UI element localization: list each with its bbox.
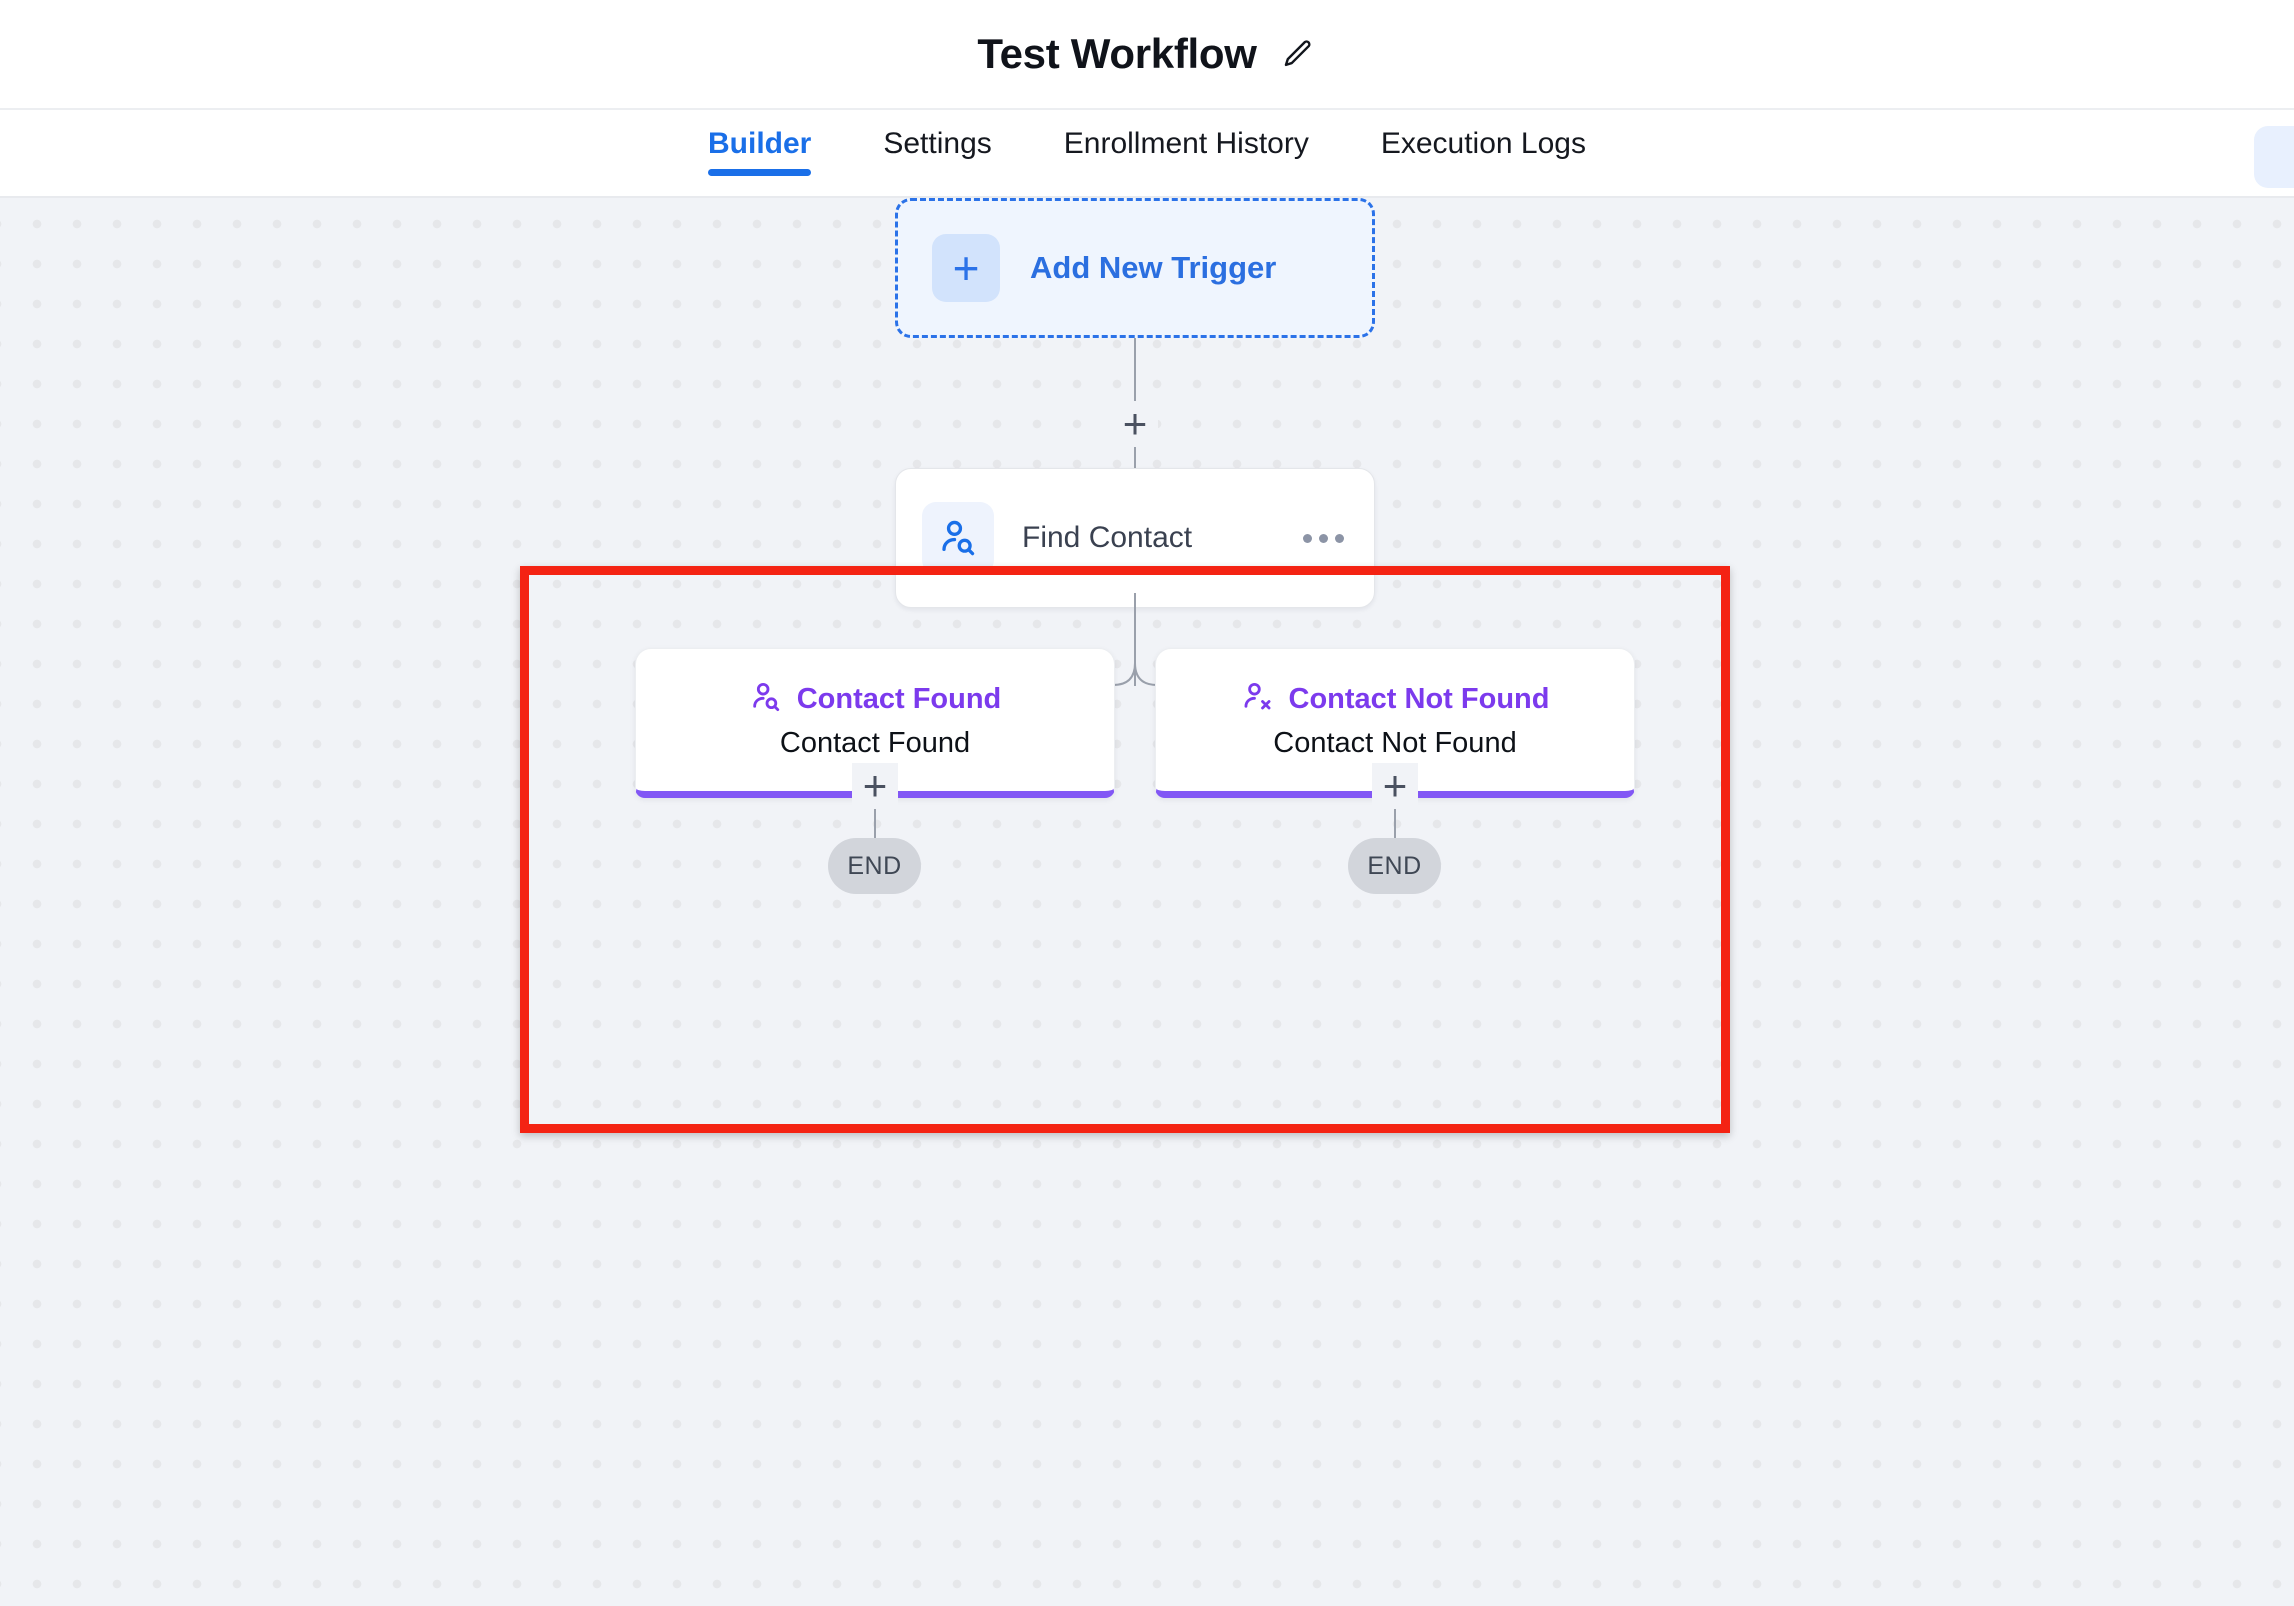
add-new-trigger-card[interactable]: + Add New Trigger bbox=[895, 198, 1375, 338]
tab-execution-logs-label: Execution Logs bbox=[1380, 127, 1586, 160]
more-options-icon[interactable] bbox=[1303, 533, 1344, 543]
branch-title-contact-not-found: Contact Not Found bbox=[1288, 683, 1550, 715]
tab-settings-label: Settings bbox=[883, 127, 992, 160]
branch-title-contact-found: Contact Found bbox=[796, 683, 1002, 715]
person-search-icon bbox=[749, 680, 783, 719]
page-title: Test Workflow bbox=[977, 30, 1257, 77]
pencil-icon[interactable] bbox=[1279, 35, 1317, 73]
person-x-icon bbox=[1241, 680, 1275, 719]
tab-enrollment-history[interactable]: Enrollment History bbox=[1028, 110, 1345, 166]
end-label-right: END bbox=[1367, 851, 1422, 880]
tab-builder[interactable]: Builder bbox=[672, 110, 847, 176]
tab-bar: Builder Settings Enrollment History Exec… bbox=[0, 110, 2294, 198]
title-wrap: Test Workflow bbox=[977, 30, 1316, 78]
page-header: Test Workflow bbox=[0, 0, 2294, 110]
add-step-plus-icon-trunk[interactable]: + bbox=[1112, 401, 1158, 447]
branch-subtitle-contact-not-found: Contact Not Found bbox=[1273, 727, 1517, 759]
node-find-contact[interactable]: Find Contact bbox=[895, 468, 1375, 608]
tab-execution-logs[interactable]: Execution Logs bbox=[1345, 110, 1622, 166]
tab-enrollment-history-label: Enrollment History bbox=[1063, 127, 1309, 160]
branch-header-contact-not-found: Contact Not Found bbox=[1241, 680, 1550, 719]
end-node-left[interactable]: END bbox=[828, 838, 921, 894]
add-step-plus-icon-left[interactable]: + bbox=[852, 763, 898, 809]
workflow-canvas[interactable]: + Add New Trigger + Find Contact bbox=[0, 198, 2294, 1606]
branch-subtitle-contact-found: Contact Found bbox=[779, 727, 971, 759]
connector-left-tail bbox=[874, 798, 876, 866]
clipped-edge-button[interactable] bbox=[2254, 126, 2294, 188]
add-new-trigger-label: Add New Trigger bbox=[1030, 250, 1277, 285]
add-step-plus-icon-right[interactable]: + bbox=[1372, 763, 1418, 809]
node-find-contact-label: Find Contact bbox=[1022, 521, 1193, 554]
end-label-left: END bbox=[847, 851, 902, 880]
branch-header-contact-found: Contact Found bbox=[749, 680, 1002, 719]
tab-builder-label: Builder bbox=[708, 127, 812, 160]
tab-settings[interactable]: Settings bbox=[847, 110, 1027, 166]
plus-icon: + bbox=[932, 234, 1000, 302]
connector-right-tail bbox=[1394, 798, 1396, 866]
branch-card-contact-found[interactable]: Contact Found Contact Found bbox=[635, 648, 1115, 798]
person-search-icon bbox=[922, 502, 994, 574]
end-node-right[interactable]: END bbox=[1348, 838, 1441, 894]
